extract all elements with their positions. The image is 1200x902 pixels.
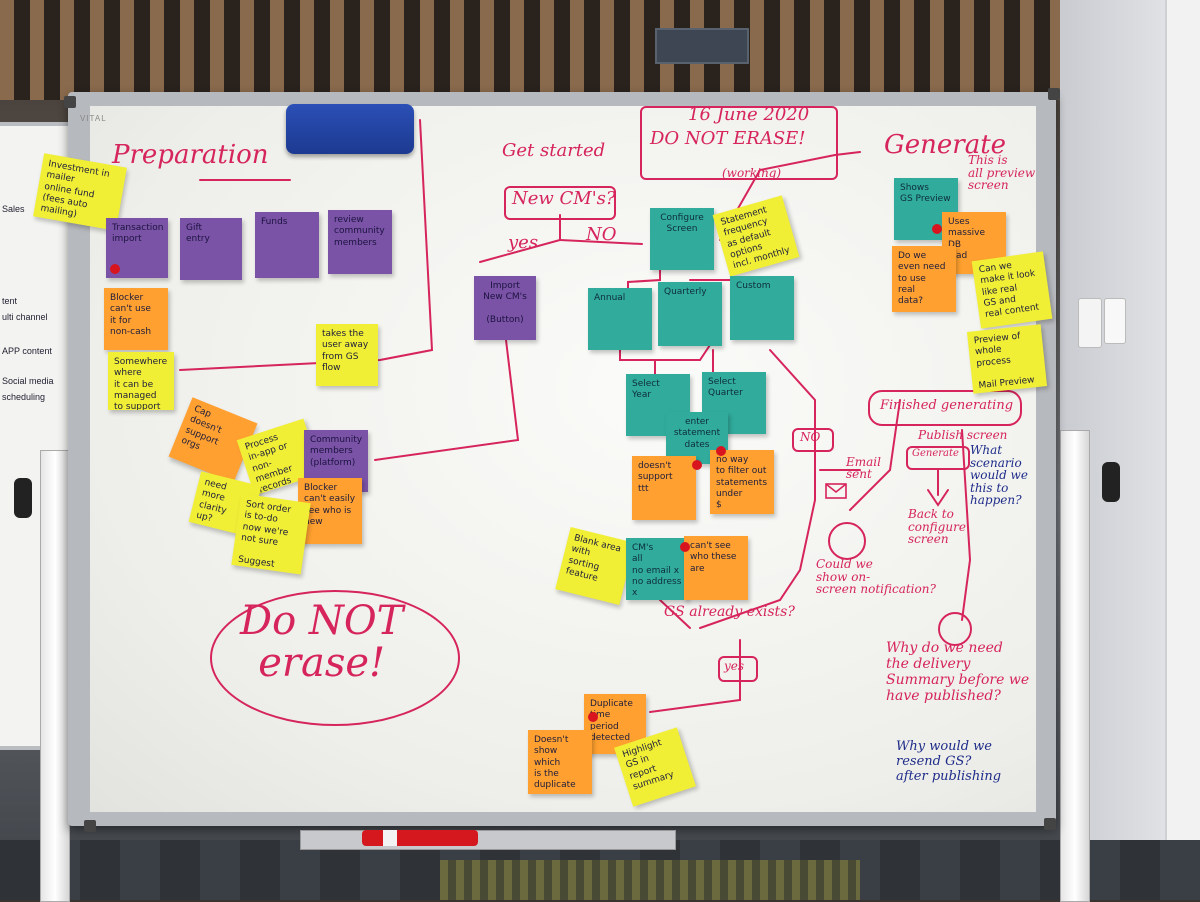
sticky-note[interactable]: Gift entry [180, 218, 242, 280]
sticky-note[interactable]: can't see who these are [684, 536, 748, 600]
note-back-to-configure: Back to configure screen [908, 507, 966, 547]
sticky-note[interactable]: Blocker can't use it for non-cash [104, 288, 168, 350]
sticky-note[interactable]: review community members [328, 210, 392, 274]
question-why-resend-gs: Why would we resend GS? after publishing [896, 739, 1002, 784]
note-email-sent: Email sent [846, 455, 881, 481]
background-board-writing: APP content [2, 346, 52, 356]
yes-box [718, 656, 758, 682]
sticky-note[interactable]: Can we make it look like real GS and rea… [971, 251, 1053, 329]
red-dot-icon [588, 712, 598, 722]
new-cms-box [504, 186, 616, 220]
red-dot-icon [716, 446, 726, 456]
sticky-note[interactable]: CM's all no email x no address x [626, 538, 688, 600]
sticky-note[interactable]: doesn't support ttt [632, 456, 696, 520]
door-frame [1165, 0, 1200, 900]
sticky-note[interactable]: Configure Screen [650, 208, 714, 270]
frame-corner [84, 820, 96, 832]
note-all-preview-screen: This is all preview screen [968, 153, 1036, 193]
ceiling-slats [0, 0, 1200, 100]
label-no-mid: NO [800, 430, 821, 444]
no-box [792, 428, 834, 452]
label-finished-generating: Finished generating [880, 398, 1014, 413]
sticky-note[interactable]: enter statement dates [666, 412, 728, 464]
label-yes-left: yes [508, 232, 539, 253]
red-marker[interactable] [362, 830, 478, 846]
frame-corner [1048, 88, 1060, 100]
stand-knob-left [14, 478, 32, 518]
red-dot-icon [110, 264, 120, 274]
finished-generating-box [868, 390, 1022, 426]
heading-get-started: Get started [502, 140, 606, 161]
sticky-note[interactable]: Do we even need to use real data? [892, 246, 956, 312]
note-date: 16 June 2020 [688, 104, 810, 125]
heading-preparation: Preparation [112, 140, 269, 170]
label-no-top: NO [586, 224, 617, 245]
note-do-not-erase-top: DO NOT ERASE! [650, 128, 806, 149]
generate-button-sketch [906, 446, 970, 470]
sticky-note[interactable]: Custom [730, 276, 794, 340]
background-board-writing: tent [2, 296, 18, 306]
note-do-not-erase-big: Do NOT erase! [240, 598, 404, 686]
do-not-erase-box [640, 106, 838, 180]
stand-post-right [1060, 430, 1090, 902]
question-why-delivery-summary: Why do we need the delivery Summary befo… [886, 640, 1030, 705]
do-not-erase-ellipse [210, 590, 460, 726]
frame-corner [1044, 818, 1056, 830]
note-working: (working) [722, 166, 782, 180]
sticky-note[interactable]: Sort order is to-do now we're not sure S… [231, 493, 311, 575]
sticky-note[interactable]: Preview of whole process Mail Preview [966, 324, 1048, 394]
sticky-note[interactable]: Doesn't show which is the duplicate [528, 730, 592, 794]
question-new-cms: New CM's? [512, 188, 616, 209]
sticky-note[interactable]: Somewhere where it can be managed to sup… [108, 352, 174, 410]
red-dot-icon [680, 542, 690, 552]
envelope-icon [825, 483, 847, 499]
sticky-note[interactable]: Funds [255, 212, 319, 278]
label-publish-screen: Publish screen [918, 428, 1008, 442]
sticky-note[interactable]: no way to filter out statements under $ [710, 450, 774, 514]
background-board-writing: Social media [2, 376, 54, 386]
label-yes-bottom: yes [724, 659, 745, 673]
background-board-writing: scheduling [2, 392, 46, 402]
board-brand: VITAL [80, 114, 107, 123]
wall-switch [1104, 298, 1126, 344]
sticky-note[interactable]: takes the user away from GS flow [316, 324, 378, 386]
question-what-scenario: What scenario would we this to happen? [970, 443, 1028, 508]
carpet [440, 860, 860, 900]
question-circle-icon [938, 612, 972, 646]
background-board-writing: Sales [2, 204, 25, 214]
stand-knob-right [1102, 462, 1120, 502]
sticky-note[interactable]: Quarterly [658, 282, 722, 346]
sticky-note[interactable]: Blocker can't easily see who is new [298, 478, 362, 544]
red-dot-icon [692, 460, 702, 470]
ceiling-vent [655, 28, 749, 64]
label-generate-button: Generate [912, 448, 959, 459]
question-circle-icon [828, 522, 866, 560]
sticky-note[interactable]: Annual [588, 288, 652, 350]
whiteboard-eraser[interactable] [286, 104, 414, 154]
background-board-writing: ulti channel [2, 312, 48, 322]
frame-corner [64, 96, 76, 108]
sticky-note[interactable]: Import New CM's (Button) [474, 276, 536, 340]
red-dot-icon [932, 224, 942, 234]
thermostat [1078, 298, 1102, 348]
question-gs-already-exists: GS already exists? [664, 604, 795, 620]
heading-generate: Generate [884, 130, 1007, 160]
question-could-we-show: Could we show on- screen notification? [816, 557, 936, 597]
